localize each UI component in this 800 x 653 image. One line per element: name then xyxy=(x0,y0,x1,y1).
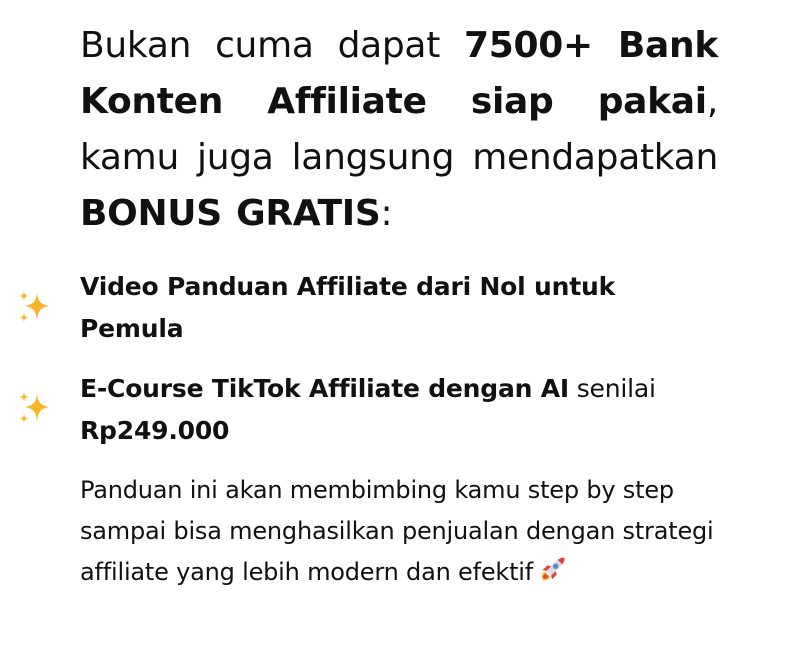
bonus-title: E-Course TikTok Affiliate dengan AI xyxy=(80,374,569,403)
bonus-title: Video Panduan Affiliate dari Nol untuk P… xyxy=(80,272,615,343)
bonus-price-label: senilai xyxy=(568,374,656,403)
intro-bold-bonus: BONUS GRATIS xyxy=(80,193,381,234)
bonus-price: Rp249.000 xyxy=(80,416,230,445)
bonus-item-video-panduan: Video Panduan Affiliate dari Nol untuk P… xyxy=(80,266,720,350)
intro-text-2: , kamu juga langsung mendapatkan xyxy=(80,81,718,178)
description-text: Panduan ini akan membimbing kamu step by… xyxy=(80,476,714,586)
bonus-item-ecourse-tiktok: E-Course TikTok Affiliate dengan AI seni… xyxy=(80,368,720,452)
description-paragraph: Panduan ini akan membimbing kamu step by… xyxy=(80,470,730,593)
sparkles-icon xyxy=(19,291,49,322)
intro-text-3: : xyxy=(380,193,393,234)
intro-paragraph: Bukan cuma dapat 7500+ Bank Konten Affil… xyxy=(80,18,718,242)
sparkles-icon xyxy=(19,392,49,423)
intro-bold-bank-konten: 7500+ Bank Konten Affiliate siap pakai xyxy=(80,25,719,122)
intro-text-1: Bukan cuma dapat xyxy=(80,25,464,66)
rocket-icon xyxy=(541,557,565,581)
